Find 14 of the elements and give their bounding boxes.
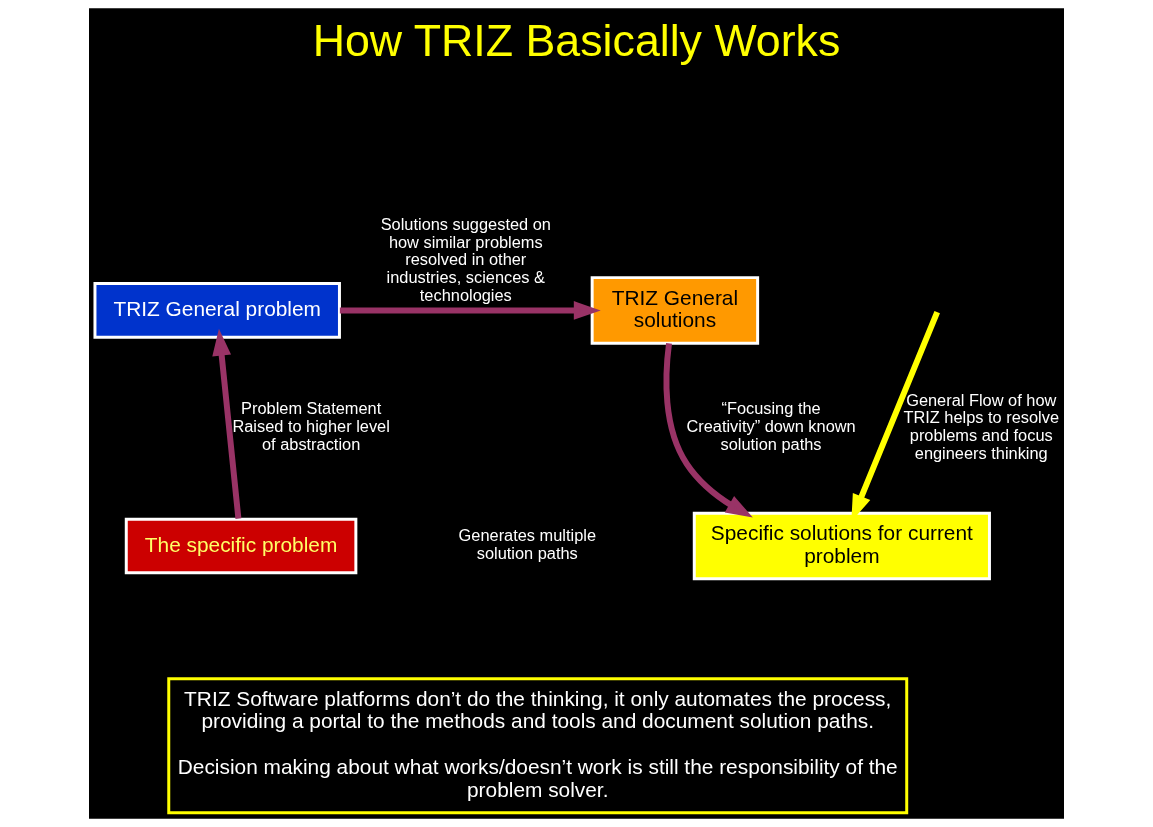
label: Generates multiple solution paths — [458, 526, 597, 563]
node-box: TRIZ General problem — [93, 282, 341, 339]
arrow — [212, 328, 242, 519]
node-box: TRIZ Software platforms don’t do the thinking, it only automates the process, providing a portal to the methods and tools and document solution paths. Decision making about what works/doesn’t work is still the responsibility of the problem solver. — [167, 677, 909, 815]
node-box: TRIZ General solutions — [590, 276, 760, 345]
arrow — [663, 342, 753, 518]
edge-label: Problem Statement Raised to higher level of abstraction — [232, 399, 390, 454]
diagram-title: How TRIZ Basically Works — [312, 15, 841, 65]
edge-label: General Flow of how TRIZ helps to resolve problems and focus engineers thinking — [903, 390, 1060, 463]
arrow — [339, 301, 601, 320]
node-box: Specific solutions for current problem — [692, 511, 991, 581]
edge-label: “Focusing the Creativity” down known solution paths — [686, 399, 856, 454]
edge-label: Solutions suggested on how similar problems resolved in other industries, sciences & technologies — [380, 214, 551, 305]
node-box: The specific problem — [124, 517, 358, 575]
